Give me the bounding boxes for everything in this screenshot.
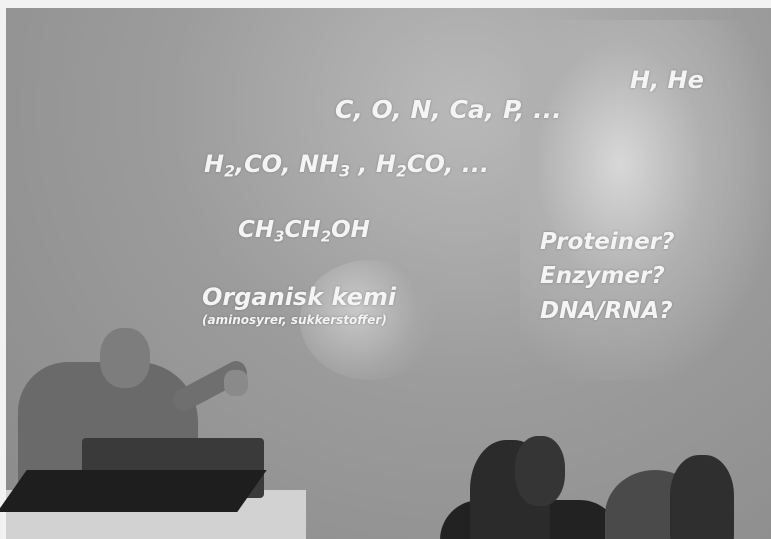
photo-border-top bbox=[0, 0, 771, 8]
projected-nebula bbox=[520, 20, 770, 380]
slide-question-dna-rna: DNA/RNA? bbox=[540, 298, 673, 324]
slide-ethanol: CH3CH2OH bbox=[238, 217, 370, 246]
audience-head bbox=[670, 455, 734, 539]
laptop bbox=[0, 470, 267, 512]
slide-organic-subtitle: (aminosyrer, sukkerstoffer) bbox=[202, 313, 387, 327]
slide-molecules: H2,CO, NH3 , H2CO, ... bbox=[204, 150, 490, 181]
slide-organic-title: Organisk kemi bbox=[202, 283, 397, 311]
projected-planet bbox=[300, 260, 440, 380]
slide-elements-light: H, He bbox=[630, 66, 704, 94]
speaker-fist bbox=[224, 370, 248, 396]
photo-border-left bbox=[0, 0, 6, 539]
speaker-head bbox=[100, 328, 150, 388]
slide-elements-heavy: C, O, N, Ca, P, ... bbox=[335, 95, 562, 124]
audience-head bbox=[515, 436, 565, 506]
slide-question-proteins: Proteiner? bbox=[540, 229, 675, 255]
slide-question-enzymes: Enzymer? bbox=[540, 263, 665, 289]
